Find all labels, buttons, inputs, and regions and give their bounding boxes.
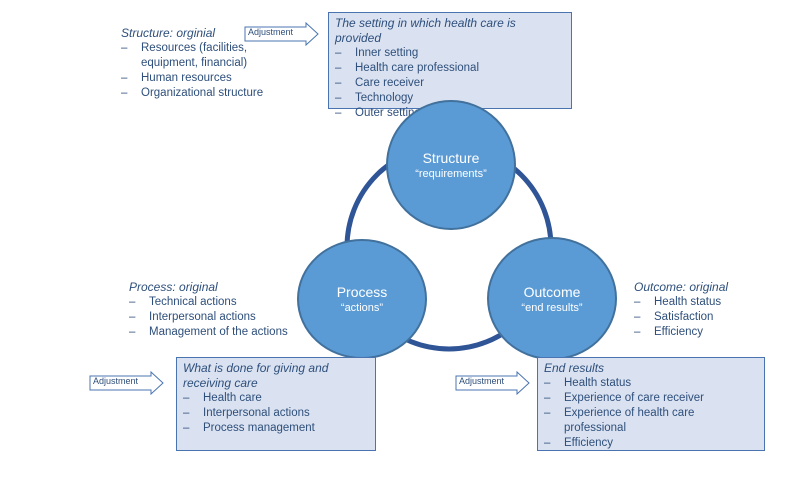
structure-node-title: Structure [422,150,480,166]
list-item: Health status [544,376,758,391]
list-item: Outer setting [335,106,565,121]
list-item: Efficiency [544,436,758,451]
adjustment-arrow-structure: Adjustment [244,22,320,46]
process-node: Process “actions” [297,239,427,359]
outcome-original-title: Outcome: original [634,280,729,294]
process-adjusted-box: What is done for giving and receiving ca… [176,357,376,451]
list-item: Resources (facilities, equipment, financ… [121,41,291,71]
structure-original-panel: Structure: orginial Resources (facilitie… [121,26,291,101]
list-item: Care receiver [335,76,565,91]
adjustment-label: Adjustment [93,376,139,386]
outcome-node-title: Outcome [523,283,581,300]
list-item: Experience of care receiver [544,391,758,406]
structure-adjusted-box: The setting in which health care is prov… [328,12,572,121]
list-item: Organizational structure [121,86,291,101]
outcome-adjusted-title: End results [544,361,605,375]
process-adjusted-title: What is done for giving and receiving ca… [183,361,329,390]
outcome-original-panel: Outcome: original Health status Satisfac… [634,280,794,340]
process-node-subtitle: “actions” [340,302,384,314]
list-item: Inner setting [335,46,565,61]
outcome-adjusted-box: End results Health status Experience of … [537,357,765,451]
list-item: Management of the actions [129,325,299,340]
list-item: Interpersonal actions [183,406,369,421]
process-node-title: Process [336,284,388,300]
list-item: Technical actions [129,295,299,310]
list-item: Technology [335,91,565,106]
structure-node: Structure “requirements” [386,100,516,230]
list-item: Health status [634,295,794,310]
list-item: Health care [183,391,369,406]
adjustment-label: Adjustment [248,27,294,37]
list-item: Satisfaction [634,310,794,325]
list-item: Human resources [121,71,291,86]
process-original-title: Process: original [129,280,218,294]
adjustment-label: Adjustment [459,376,505,386]
outcome-node: Outcome “end results” [487,237,617,360]
structure-node-subtitle: “requirements” [415,168,487,180]
adjustment-arrow-outcome: Adjustment [455,371,531,395]
list-item: Process management [183,421,369,436]
list-item: Efficiency [634,325,794,340]
adjustment-arrow-process: Adjustment [89,371,165,395]
list-item: Interpersonal actions [129,310,299,325]
process-original-panel: Process: original Technical actions Inte… [129,280,299,340]
list-item: Health care professional [335,61,565,76]
list-item: Experience of health care professional [544,406,758,436]
structure-adjusted-title: The setting in which health care is prov… [335,16,516,45]
outcome-node-subtitle: “end results” [521,301,583,314]
structure-original-title: Structure: orginial [121,26,216,40]
